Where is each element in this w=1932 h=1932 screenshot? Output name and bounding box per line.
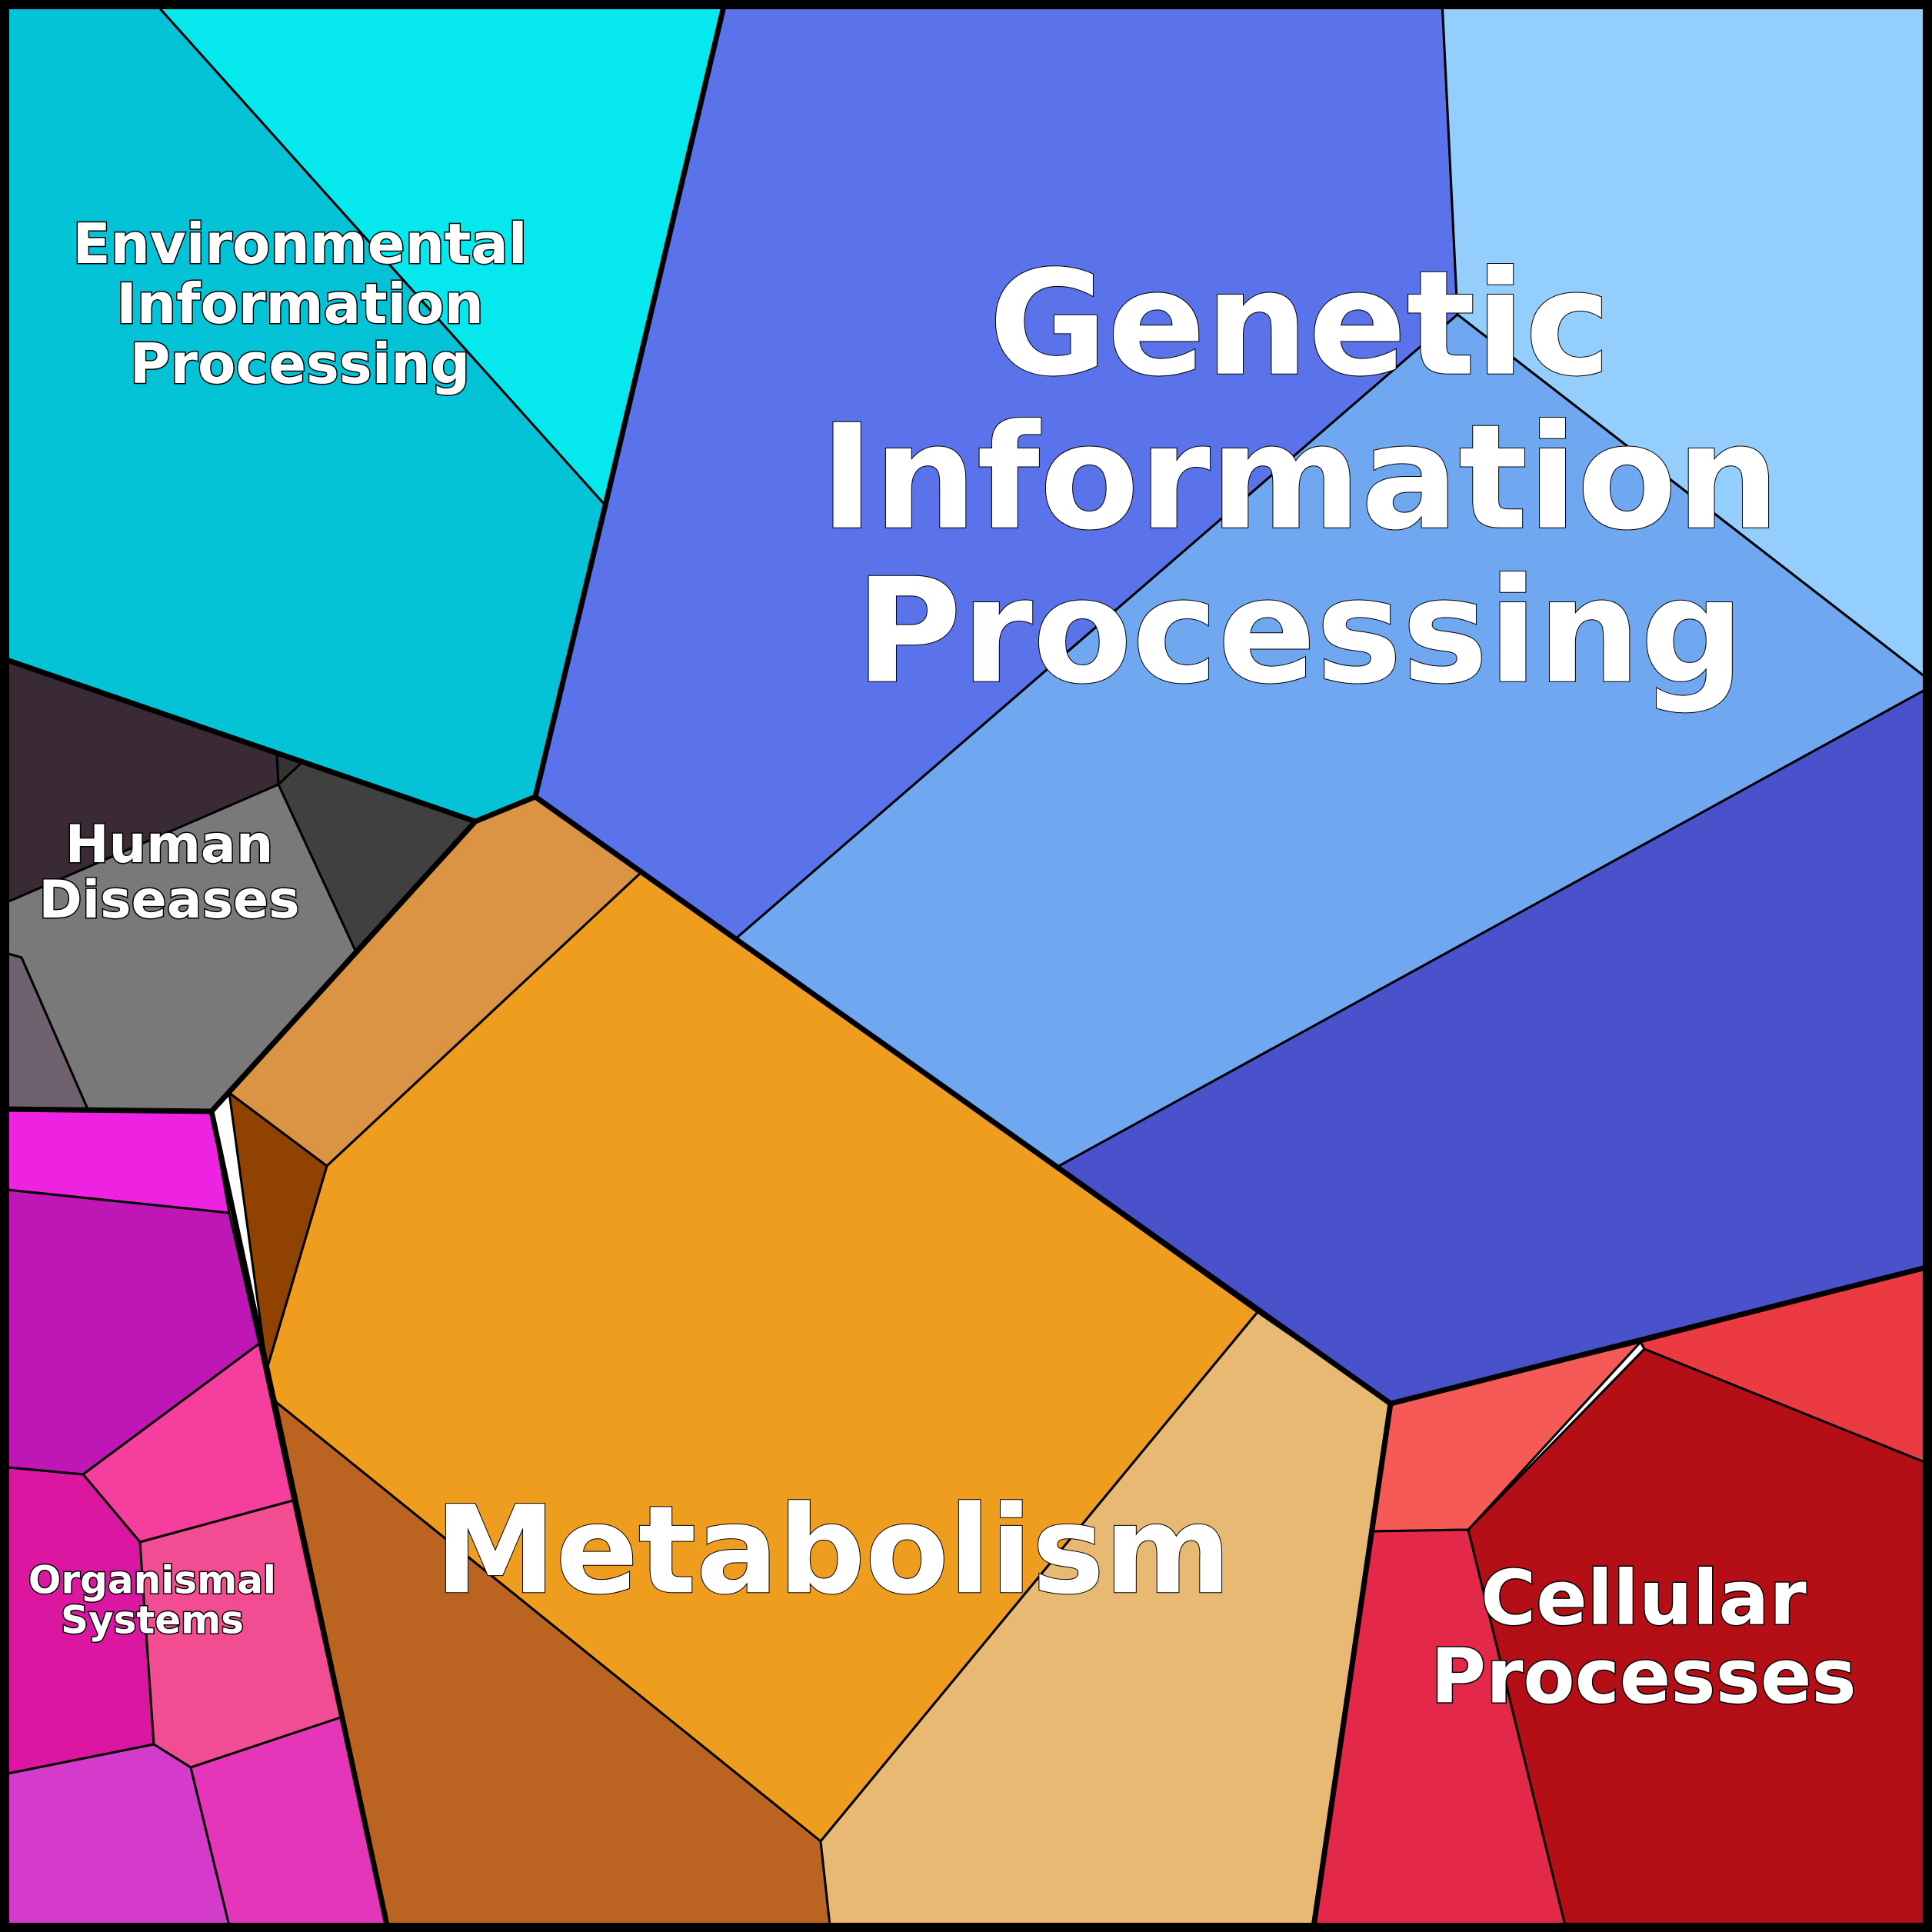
organismal-label-line: Organismal <box>28 1558 276 1603</box>
genetic-label-line: Processing <box>855 548 1744 716</box>
metabolism-label-line: Metabolism <box>435 1480 1231 1621</box>
environmental-label-line: Information <box>116 271 484 336</box>
organismal-cell-7 <box>189 1716 390 1932</box>
cellular-label-line: Cellular <box>1481 1554 1807 1642</box>
human-diseases-label-line: Human <box>65 814 273 875</box>
environmental-label-line: Environmental <box>72 212 527 276</box>
cellular-cell-3 <box>1467 1347 1932 1932</box>
genetic-label-line: Information <box>820 394 1780 562</box>
metabolism-label: Metabolism <box>435 1480 1231 1621</box>
category-border-3 <box>208 1108 391 1932</box>
cellular-label-line: Processes <box>1431 1633 1857 1720</box>
organismal-label-line: Systems <box>61 1598 244 1643</box>
environmental-label-line: Processing <box>130 331 470 396</box>
metabolism-cell-3 <box>228 1091 328 1371</box>
genetic-cell-2 <box>1441 0 1932 684</box>
genetic-label-line: Genetic <box>989 240 1611 408</box>
category-border-5 <box>1310 1401 1394 1932</box>
human-diseases-label-line: Diseases <box>38 870 299 931</box>
